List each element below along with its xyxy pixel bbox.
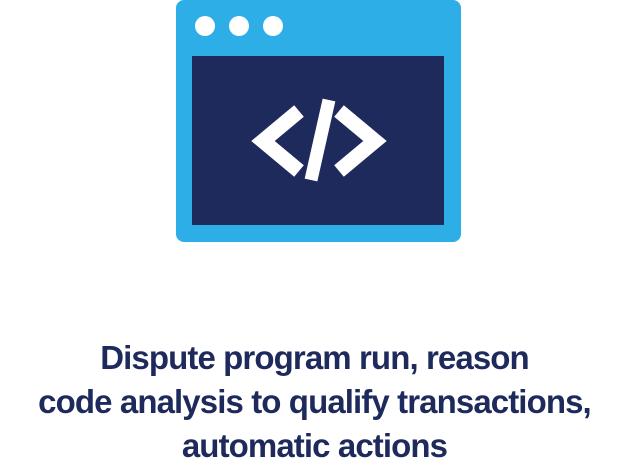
code-window-icon: [176, 0, 461, 242]
code-brackets-icon: [251, 98, 387, 182]
window-dot-icon: [229, 16, 249, 36]
window-dot-icon: [195, 16, 215, 36]
window-dot-icon: [263, 16, 283, 36]
caption-line: automatic actions: [181, 427, 448, 464]
caption-line: code analysis to qualify transactions,: [38, 383, 592, 420]
code-screen: [192, 56, 444, 225]
feature-caption: Dispute program run, reason code analysi…: [0, 336, 629, 468]
caption-line: Dispute program run, reason: [100, 339, 530, 376]
